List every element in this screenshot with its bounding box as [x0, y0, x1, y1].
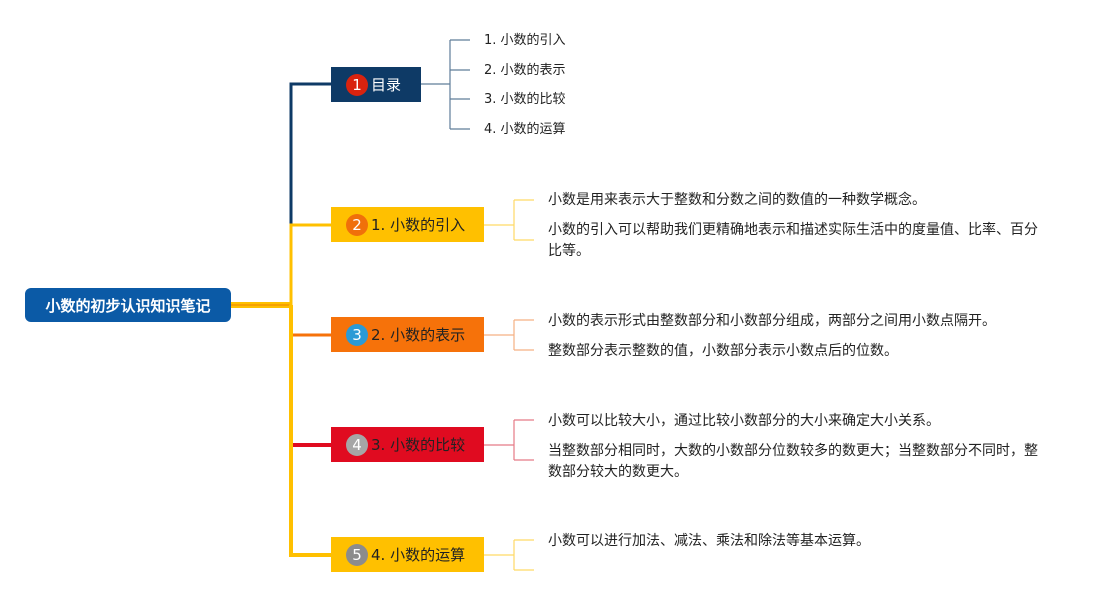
note-comparison-1: 小数可以比较大小，通过比较小数部分的大小来确定大小关系。: [548, 413, 940, 429]
branch-node-introduction[interactable]: 2 1. 小数的引入: [331, 207, 484, 242]
toc-item-2[interactable]: 2. 小数的表示: [484, 63, 566, 78]
toc-item-4[interactable]: 4. 小数的运算: [484, 122, 566, 137]
number-badge-5: 5: [346, 543, 368, 566]
root-node[interactable]: 小数的初步认识知识笔记: [25, 288, 231, 322]
branch-label-introduction: 1. 小数的引入: [371, 216, 466, 234]
note-representation-1: 小数的表示形式由整数部分和小数部分组成，两部分之间用小数点隔开。: [548, 313, 996, 329]
root-title: 小数的初步认识知识笔记: [45, 296, 211, 315]
branch-node-representation[interactable]: 3 2. 小数的表示: [331, 317, 484, 352]
note-representation-2: 整数部分表示整数的值，小数部分表示小数点后的位数。: [548, 343, 898, 359]
number-badge-1: 1: [346, 73, 368, 96]
branch-label-operations: 4. 小数的运算: [371, 546, 466, 564]
toc-item-3[interactable]: 3. 小数的比较: [484, 92, 566, 107]
note-comparison-2: 当整数部分相同时，大数的小数部分位数较多的数更大；当整数部分不同时，整数部分较大…: [548, 443, 1038, 480]
note-introduction-2: 小数的引入可以帮助我们更精确地表示和描述实际生活中的度量值、比率、百分比等。: [548, 222, 1038, 259]
number-badge-4: 4: [346, 433, 368, 456]
branch-label-comparison: 3. 小数的比较: [371, 436, 466, 454]
branch-label-toc: 目录: [371, 76, 402, 94]
branch-node-operations[interactable]: 5 4. 小数的运算: [331, 537, 484, 572]
branch-node-toc[interactable]: 1 目录: [331, 67, 421, 102]
note-operations-1: 小数可以进行加法、减法、乘法和除法等基本运算。: [548, 533, 870, 549]
branch-label-representation: 2. 小数的表示: [371, 326, 466, 344]
number-badge-2: 2: [346, 213, 368, 236]
toc-item-1[interactable]: 1. 小数的引入: [484, 33, 566, 48]
branch-node-comparison[interactable]: 4 3. 小数的比较: [331, 427, 484, 462]
note-introduction-1: 小数是用来表示大于整数和分数之间的数值的一种数学概念。: [548, 192, 926, 208]
number-badge-3: 3: [346, 323, 368, 346]
